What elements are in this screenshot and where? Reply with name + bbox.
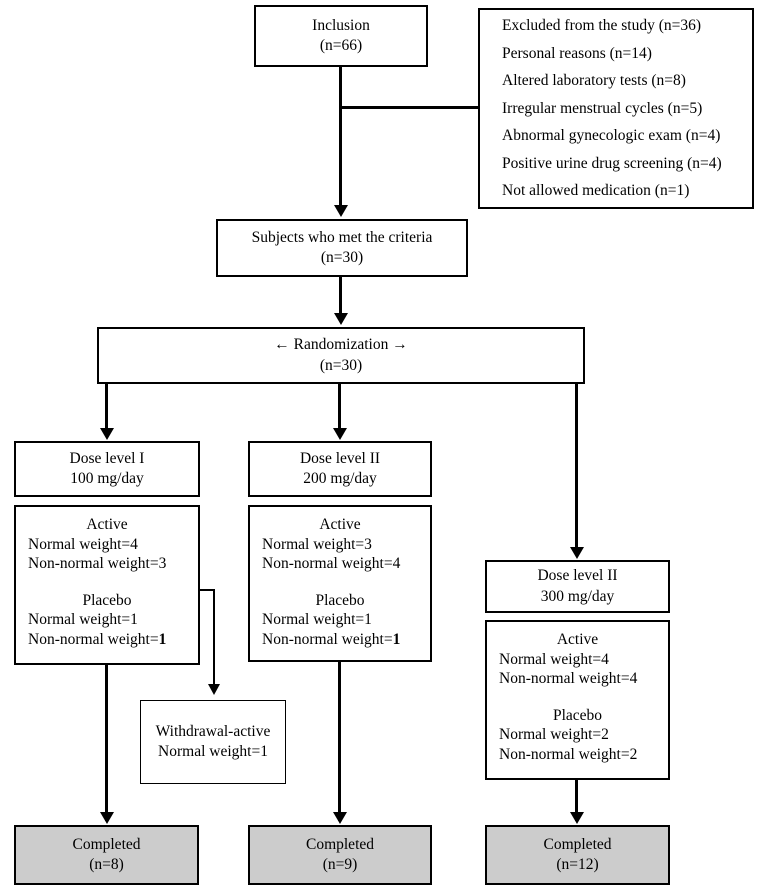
arrowhead-inclusion-to-criteria <box>333 205 348 217</box>
node-dose-level-3: Dose level II 300 mg/day <box>485 560 670 613</box>
arm-3-placebo-nonnormal-value: 2 <box>629 745 638 763</box>
completed-arm-3-line-1: Completed <box>543 835 612 853</box>
excluded-item: Irregular menstrual cycles (n=5) <box>502 99 703 117</box>
met-criteria-line-1: Subjects who met the criteria <box>251 228 433 246</box>
connector-randomization-to-arm-1 <box>105 384 108 431</box>
arrowhead-arm-1-to-withdrawal <box>208 684 220 695</box>
arm-1-spacer <box>16 574 198 591</box>
dose-level-3-title: Dose level II <box>537 567 618 585</box>
dose-level-1-amount: 100 mg/day <box>70 470 144 487</box>
connector-randomization-to-arm-2 <box>338 384 341 431</box>
node-completed-arm-2: Completed (n=9) <box>248 825 432 885</box>
inclusion-line-1: Inclusion <box>312 16 370 34</box>
excluded-item: Abnormal gynecologic exam (n=4) <box>502 127 721 145</box>
node-dose-level-2: Dose level II 200 mg/day <box>248 441 432 497</box>
connector-arm-1-to-completed <box>105 665 108 821</box>
node-completed-arm-3: Completed (n=12) <box>485 825 670 885</box>
arm-1-placebo-nonnormal-value: 1 <box>158 630 167 648</box>
node-randomization: ← Randomization → (n=30) <box>97 327 585 384</box>
arm-2-spacer <box>250 574 430 591</box>
arrowhead-randomization-to-arm-3 <box>569 547 584 559</box>
node-dose-level-1: Dose level I 100 mg/day <box>14 441 200 497</box>
arm-1-active-nonnormal: Non-normal weight=3 <box>16 554 198 574</box>
arrowhead-randomization-to-arm-2 <box>332 428 347 440</box>
arrowhead-randomization-to-arm-1 <box>99 428 114 440</box>
arrowhead-arm-3-to-completed <box>569 812 584 824</box>
connector-inclusion-to-excluded <box>339 106 479 109</box>
node-arm-1-allocation: Active Normal weight=4 Non-normal weight… <box>14 505 200 665</box>
arm-3-active-nonnormal-label: Non-normal weight= <box>499 670 630 688</box>
connector-randomization-to-arm-3 <box>575 384 578 550</box>
arm-3-placebo-normal: Normal weight=2 <box>499 726 609 744</box>
node-withdrawal-active: Withdrawal-active Normal weight=1 <box>140 700 286 784</box>
dose-level-1-title: Dose level I <box>69 449 145 467</box>
randomization-line-2: (n=30) <box>319 356 363 374</box>
connector-arm-3-to-completed <box>575 780 578 821</box>
completed-arm-1-line-2: (n=8) <box>89 856 124 873</box>
connector-inclusion-to-criteria <box>339 67 342 207</box>
arm-3-spacer <box>487 689 668 706</box>
node-inclusion: Inclusion (n=66) <box>254 5 428 67</box>
node-arm-3-allocation: Active Normal weight=4 Non-normal weight… <box>485 620 670 780</box>
node-arm-2-allocation: Active Normal weight=3 Non-normal weight… <box>248 505 432 662</box>
connector-criteria-to-randomization <box>339 277 342 315</box>
connector-arm-1-to-withdrawal-vertical <box>213 589 215 687</box>
met-criteria-line-2: (n=30) <box>320 249 364 266</box>
arm-2-placebo-nonnormal-value: 1 <box>392 630 401 648</box>
arm-2-placebo-nonnormal-label: Non-normal weight= <box>262 630 393 648</box>
arm-1-active-header: Active <box>86 516 128 533</box>
arrowhead-arm-2-to-completed <box>332 812 347 824</box>
excluded-item: Excluded from the study (n=36) <box>502 16 702 34</box>
completed-arm-1-line-1: Completed <box>72 835 141 853</box>
completed-arm-2-line-2: (n=9) <box>322 856 358 873</box>
excluded-item: Personal reasons (n=14) <box>502 44 652 62</box>
node-met-criteria: Subjects who met the criteria (n=30) <box>216 219 468 277</box>
arm-2-active-nonnormal: Non-normal weight=4 <box>250 554 430 574</box>
node-completed-arm-1: Completed (n=8) <box>14 825 199 885</box>
withdrawal-line-2: Normal weight=1 <box>158 743 268 760</box>
withdrawal-line-1: Withdrawal-active <box>155 722 271 740</box>
inclusion-line-2: (n=66) <box>319 37 363 54</box>
arm-1-placebo-header: Placebo <box>82 591 132 609</box>
arm-1-active-nonnormal-label: Non-normal weight= <box>28 555 159 573</box>
arm-3-active-header: Active <box>556 631 599 648</box>
arm-2-active-nonnormal-label: Non-normal weight= <box>262 555 393 573</box>
dose-level-3-amount: 300 mg/day <box>540 587 615 605</box>
arm-2-placebo-header: Placebo <box>315 591 365 609</box>
randomization-line-1: ← Randomization → <box>274 336 408 354</box>
arm-2-active-nonnormal-value: 4 <box>392 555 401 573</box>
excluded-item: Altered laboratory tests (n=8) <box>502 72 686 90</box>
arrowhead-criteria-to-randomization <box>333 313 348 325</box>
dose-level-2-amount: 200 mg/day <box>303 470 377 487</box>
arm-3-placebo-nonnormal-label: Non-normal weight= <box>499 745 630 763</box>
completed-arm-3-line-2: (n=12) <box>556 856 599 873</box>
arm-1-active-nonnormal-value: 3 <box>158 555 167 573</box>
node-excluded-reasons: Excluded from the study (n=36) Personal … <box>478 8 754 209</box>
arm-3-active-nonnormal: Non-normal weight=4 <box>487 669 668 689</box>
arm-1-placebo-normal: Normal weight=1 <box>28 611 138 629</box>
arm-3-active-nonnormal-value: 4 <box>629 670 638 688</box>
arm-1-active-normal: Normal weight=4 <box>28 535 138 553</box>
completed-arm-2-line-1: Completed <box>305 835 375 853</box>
dose-level-2-title: Dose level II <box>299 449 381 467</box>
arm-3-active-normal: Normal weight=4 <box>499 650 609 668</box>
arm-2-active-header: Active <box>319 516 361 533</box>
arm-2-placebo-normal: Normal weight=1 <box>262 611 372 629</box>
arm-3-placebo-nonnormal: Non-normal weight=2 <box>487 745 668 765</box>
connector-arm-1-to-withdrawal-horizontal <box>200 589 215 591</box>
excluded-item: Positive urine drug screening (n=4) <box>502 154 722 172</box>
arm-1-placebo-nonnormal-label: Non-normal weight= <box>28 630 159 648</box>
arm-2-placebo-nonnormal: Non-normal weight=1 <box>250 630 430 650</box>
arrowhead-arm-1-to-completed <box>99 812 114 824</box>
arm-1-placebo-nonnormal: Non-normal weight=1 <box>16 630 198 650</box>
arm-2-active-normal: Normal weight=3 <box>262 535 372 553</box>
excluded-item: Not allowed medication (n=1) <box>502 182 690 200</box>
connector-arm-2-to-completed <box>338 662 341 821</box>
arm-3-placebo-header: Placebo <box>552 706 603 724</box>
